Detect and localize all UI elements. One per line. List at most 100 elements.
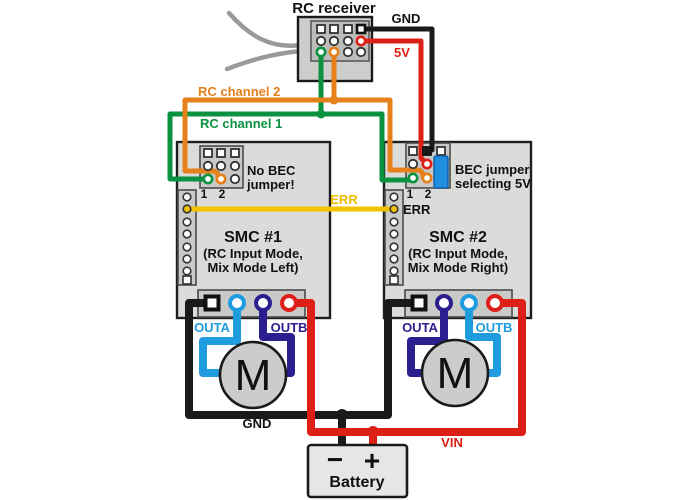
wire-battery-vin [283, 299, 526, 436]
smc2-mode-line1: (RC Input Mode, [408, 246, 508, 261]
pin [315, 35, 327, 47]
battery-label: Battery [329, 474, 384, 491]
pin-ch1 [315, 46, 327, 58]
5v-label: 5V [394, 45, 410, 60]
terminal-outb [254, 294, 272, 312]
antenna-top-icon [226, 10, 304, 48]
gnd-top-label: GND [392, 11, 421, 26]
pin-rc1 [202, 173, 214, 185]
pin [202, 160, 214, 172]
smc1-jumper-note-line2: jumper! [246, 177, 295, 192]
junction-gnd [336, 409, 348, 421]
pin [342, 35, 354, 47]
pin [182, 192, 192, 202]
pin [182, 217, 192, 227]
pin-rc2 [421, 172, 433, 184]
wire-motor1-outa [199, 301, 241, 377]
motor-2: M [420, 338, 490, 408]
pin-rc2 [215, 173, 227, 185]
smc2-terminals [410, 294, 504, 312]
pin [389, 242, 399, 252]
smc2-jumper-note-line2: selecting 5V [455, 176, 531, 191]
smc1-side-header [182, 192, 192, 285]
motor-1-label: M [235, 351, 272, 400]
terminal-gnd [203, 294, 221, 312]
pin [389, 229, 399, 239]
smc1-outa-label: OUTA [194, 320, 230, 335]
smc1-mode-line1: (RC Input Mode, [203, 246, 303, 261]
pin [229, 160, 241, 172]
smc1-terminals [203, 294, 298, 312]
pin [182, 275, 192, 285]
pin [215, 160, 227, 172]
wire-motor2-outa [407, 301, 448, 377]
smc1-outb-label: OUTB [271, 320, 308, 335]
pin [342, 46, 354, 58]
smc2-pin-grid [407, 146, 447, 184]
smc2-side-header [389, 192, 399, 285]
smc1-pin-grid [202, 148, 241, 185]
junction-vin [367, 426, 379, 438]
smc2-name: SMC #2 [429, 229, 487, 246]
pin [389, 217, 399, 227]
terminal-outa [435, 294, 453, 312]
err-board-label: ERR [403, 202, 431, 217]
pin-gnd [355, 23, 367, 35]
pin [407, 158, 419, 170]
pin-gnd [422, 146, 432, 156]
receiver-pin-grid [315, 23, 367, 58]
pin [355, 46, 367, 58]
pin [203, 148, 213, 158]
pin [389, 275, 399, 285]
pin-err [389, 204, 399, 214]
terminal-vin [280, 294, 298, 312]
pin [389, 192, 399, 202]
pin [182, 229, 192, 239]
smc2-pin-numbers: 1 2 [407, 187, 436, 201]
antenna-wires-icon [224, 10, 304, 72]
terminal-outa [228, 294, 246, 312]
pin [216, 148, 226, 158]
pin [389, 254, 399, 264]
pin [389, 266, 399, 276]
terminal-vin [486, 294, 504, 312]
pin [182, 266, 192, 276]
pin [328, 35, 340, 47]
err-wire-label: ERR [330, 192, 358, 207]
wire-rc-channel1-left [167, 111, 324, 182]
battery-box: − + Battery [306, 443, 409, 499]
battery-minus-sign: − [327, 444, 343, 475]
pin [436, 146, 446, 156]
motor-1: M [218, 340, 288, 410]
junction-orange [329, 95, 339, 105]
smc2-jumper-note-line1: BEC jumper [455, 162, 529, 177]
pin-5v [355, 35, 367, 47]
wire-battery-gnd [185, 299, 419, 419]
receiver-title: RC receiver [292, 0, 376, 17]
smc1-pin-numbers: 1 2 [201, 187, 230, 201]
wire-motor2-outb [465, 301, 501, 377]
smc2-mode-line2: Mix Mode Right) [408, 260, 508, 275]
vin-label: VIN [441, 435, 463, 450]
bec-jumper [433, 155, 449, 189]
pin [229, 173, 241, 185]
wire-rc-channel1-right [318, 111, 413, 183]
battery-plus-sign: + [364, 445, 380, 476]
gnd-bottom-label: GND [243, 416, 272, 431]
pin [343, 24, 353, 34]
terminal-gnd [410, 294, 428, 312]
smc2-outa-label: OUTA [402, 320, 438, 335]
motor-2-label: M [437, 349, 474, 398]
smc1-name: SMC #1 [224, 229, 282, 246]
pin-rc1 [407, 172, 419, 184]
pin-5v [421, 158, 433, 170]
pin [316, 24, 326, 34]
terminal-outb [460, 294, 478, 312]
junction-green [316, 109, 326, 119]
smc2-outb-label: OUTB [476, 320, 513, 335]
pin-ch2 [328, 46, 340, 58]
pin [182, 254, 192, 264]
pin [230, 148, 240, 158]
